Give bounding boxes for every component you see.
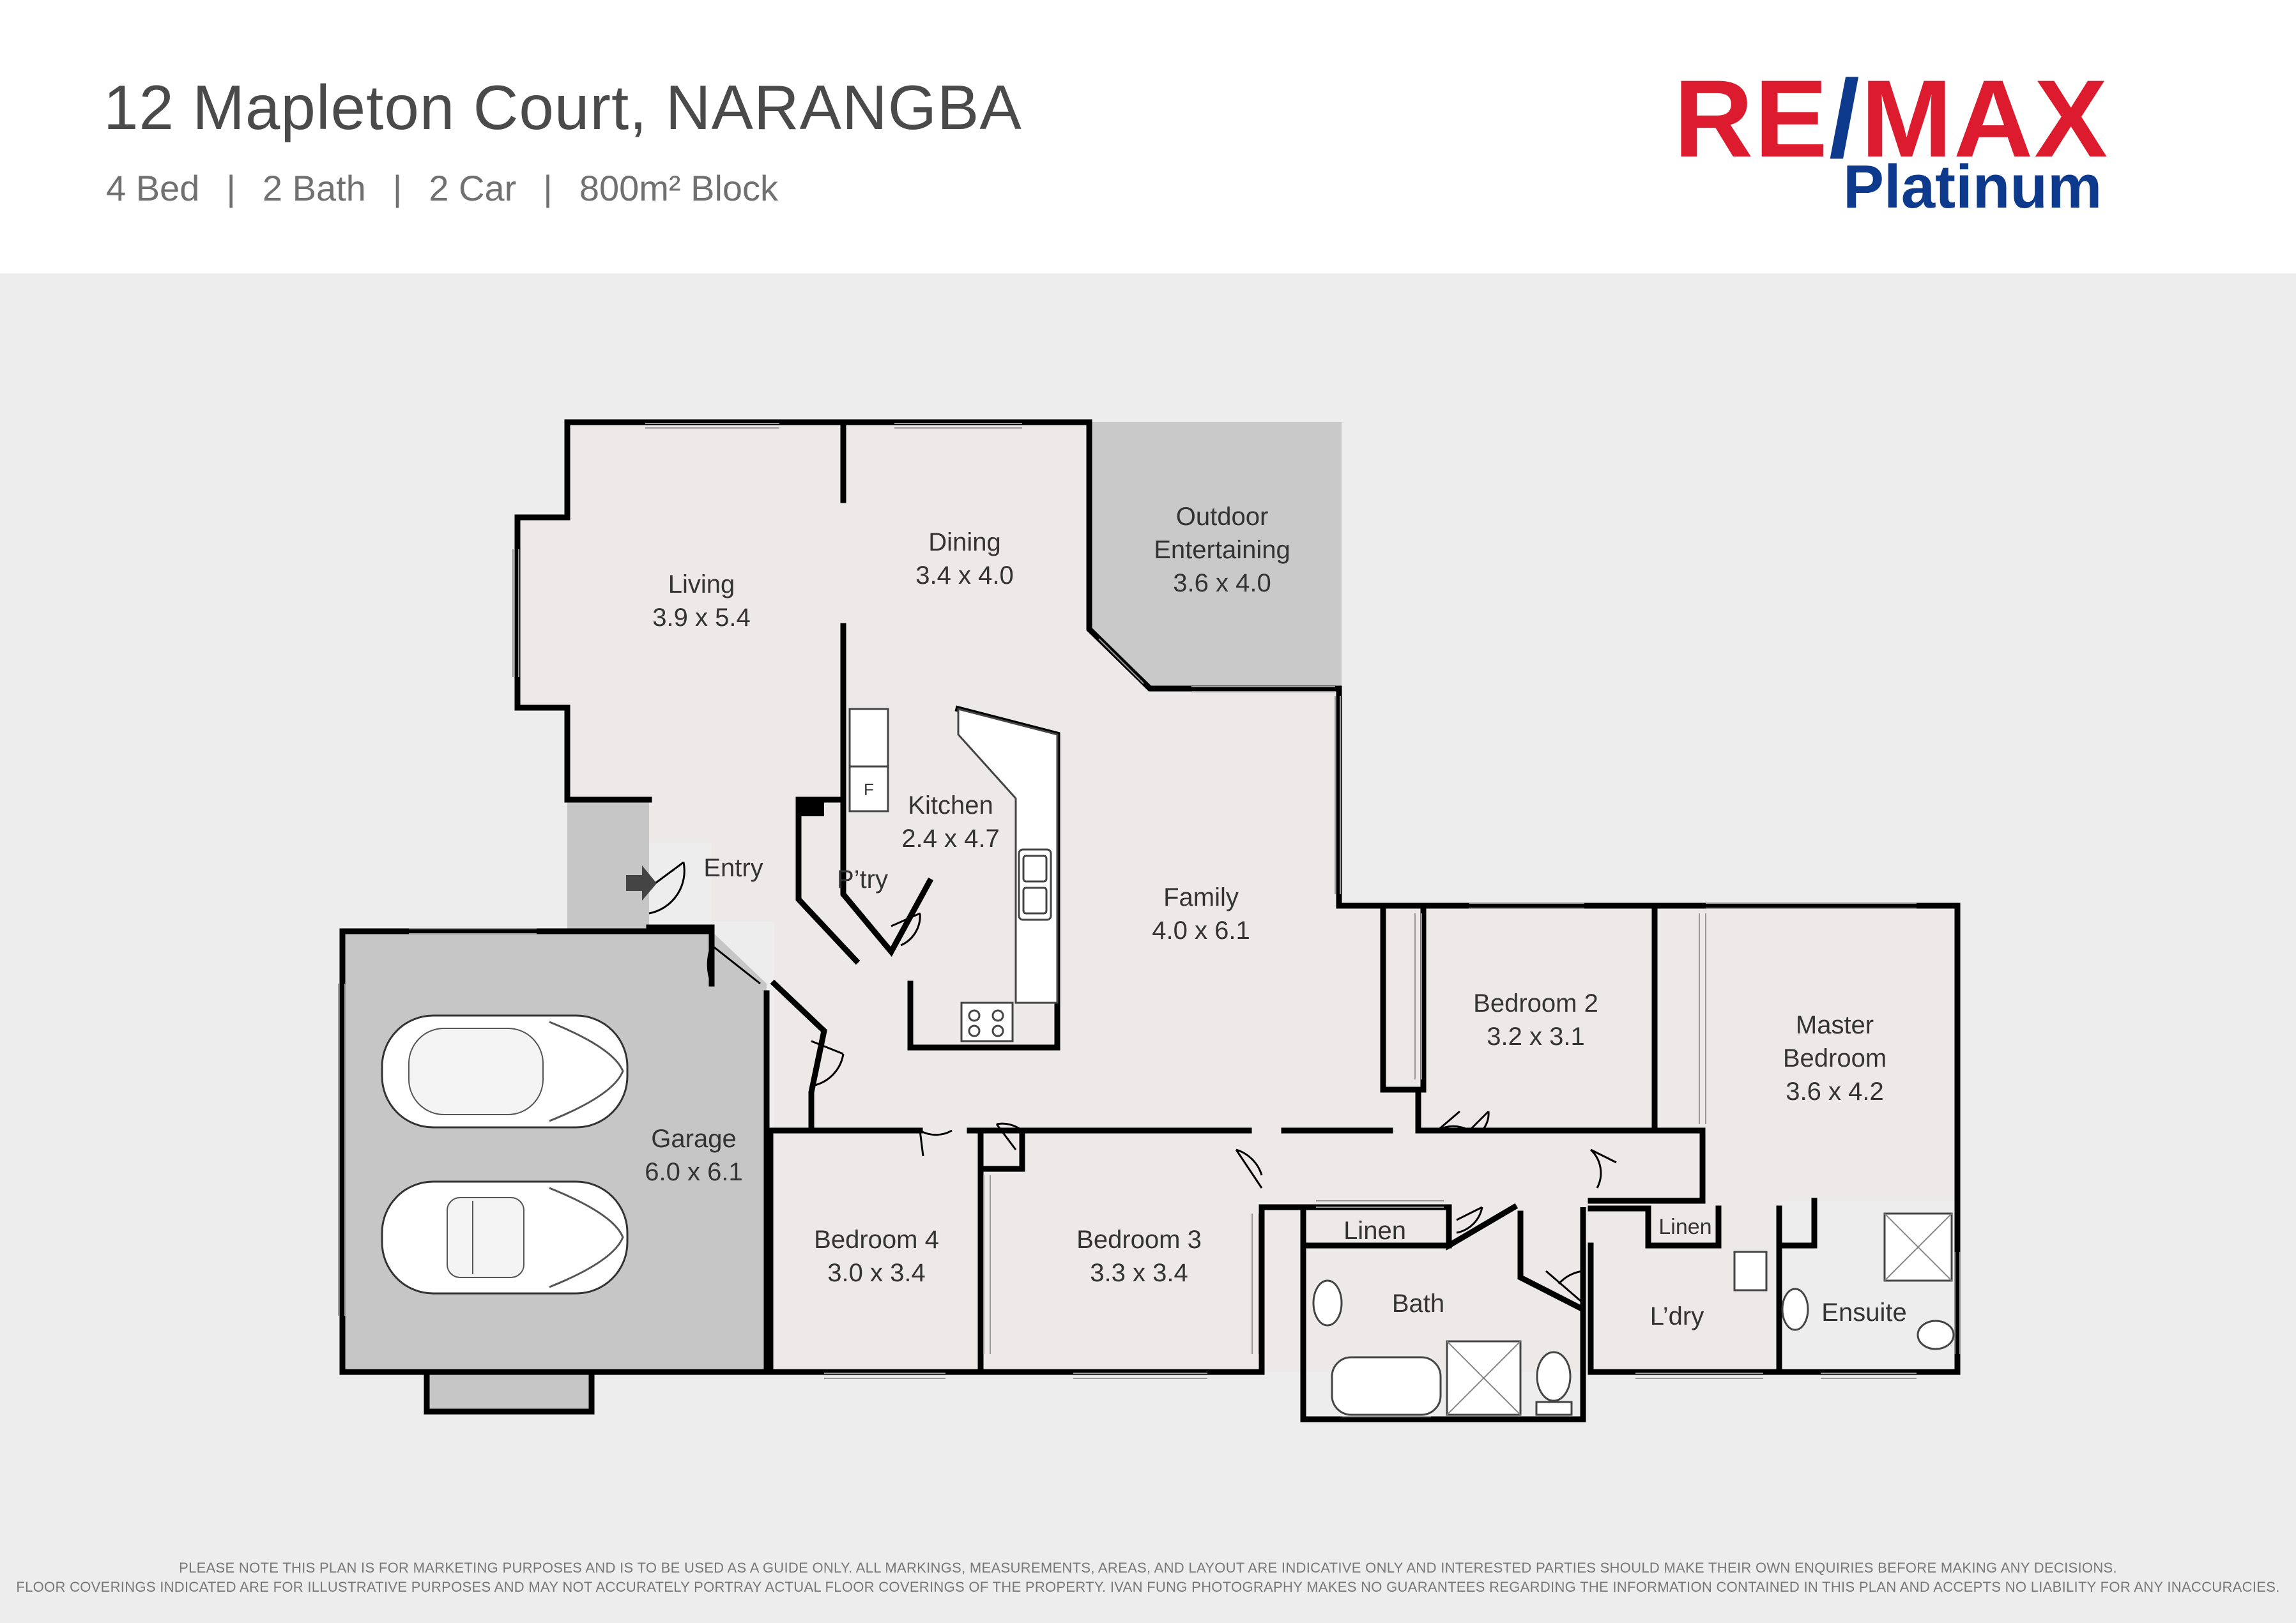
room-outdoor-size: 3.6 x 4.0 [1173,569,1271,597]
walls [339,419,1961,1422]
room-bedroom2-size: 3.2 x 3.1 [1487,1023,1584,1051]
room-pantry: P’try [837,865,888,894]
laundry-door [811,1040,845,1087]
bed2-door [1437,1110,1470,1132]
kitchen-column [799,800,824,816]
room-bedroom2-name: Bedroom 2 [1473,989,1598,1017]
wall-master [1651,903,1961,1204]
toilet-icon [1536,1351,1572,1402]
room-kitchen-name: Kitchen [908,791,993,819]
separator: | [392,168,402,208]
beds-count: 4 Bed [106,168,200,208]
room-master-name2: Bedroom [1783,1044,1887,1072]
door-swings [648,861,1617,1304]
main-floor [517,422,1957,1372]
room-bedroom3-name: Bedroom 3 [1076,1226,1202,1254]
entry-door [648,861,685,915]
wall-ensuite-east [1776,1198,1961,1375]
wall-garage-bay [424,1369,595,1415]
bed3-hall-door [1235,1148,1263,1189]
wall-hall-bath [1259,1204,1586,1422]
bed3-door [995,1122,1023,1150]
cars-count: 2 Car [429,168,517,208]
room-outdoor-name1: Outdoor [1176,503,1269,531]
wall-pantry-left [795,796,861,965]
windows [338,423,1961,1417]
fridge-box [848,765,889,812]
wall-dining-east [1086,419,1439,909]
wall-entry-door [646,924,715,987]
wall-garage [339,928,770,1375]
wall-master-south [1588,1127,1706,1204]
garage-door [707,944,761,985]
bathroom-fixtures [1312,1212,1955,1416]
wc-door [1545,1270,1584,1304]
room-family-name: Family [1163,883,1239,911]
room-bath: Bath [1392,1290,1444,1318]
convertible-car-icon [381,1180,629,1295]
bath-door [1456,1206,1483,1234]
entry-porch [567,800,649,929]
fridge-label: F [864,780,874,799]
wall-bath-east [1517,1207,1586,1314]
room-family-size: 4.0 x 6.1 [1152,917,1250,945]
wall-bed4-west [767,1127,1265,1375]
outdoor-area [1089,422,1342,689]
car-icon [381,1014,629,1129]
room-linen2: Linen [1658,1215,1711,1239]
kitchen-bench [848,708,1059,1042]
room-bedroom3-size: 3.3 x 3.4 [1090,1259,1188,1287]
basin-icon [1312,1279,1343,1327]
disclaimer-line-1: PLEASE NOTE THIS PLAN IS FOR MARKETING P… [179,1560,2117,1576]
room-dining-name: Dining [928,528,1000,556]
bathtub-icon [1331,1356,1442,1416]
wall-kitchen-pantry [795,796,934,957]
disclaimer-line-2: FLOOR COVERINGS INDICATED ARE FOR ILLUST… [16,1579,2280,1595]
wall-laundry-ensuite [1776,1198,1818,1249]
wall-linen2 [1645,1205,1722,1249]
room-linen1: Linen [1343,1217,1406,1245]
room-laundry: L’dry [1650,1302,1704,1330]
room-master-name1: Master [1796,1011,1874,1039]
header-bar [0,0,2296,273]
separator: | [226,168,236,208]
room-entry: Entry [703,854,763,882]
wall-laundry-corner [770,979,827,1134]
bed4-door [919,1129,953,1157]
room-dining-size: 3.4 x 4.0 [915,561,1013,590]
room-garage-size: 6.0 x 6.1 [645,1158,742,1186]
pantry-door [891,912,921,947]
room-garage-name: Garage [651,1125,736,1153]
garage-bay [427,1372,592,1412]
room-ensuite: Ensuite [1821,1299,1906,1327]
block-size: 800m² Block [579,168,779,208]
room-labels: Living 3.9 x 5.4 Dining 3.4 x 4.0 Outdoo… [645,503,1906,1330]
baths-count: 2 Bath [262,168,366,208]
property-features: 4 Bed | 2 Bath | 2 Car | 800m² Block [106,167,778,209]
office-name: Platinum [1843,153,2102,221]
room-living-name: Living [668,570,735,598]
room-kitchen-size: 2.4 x 4.7 [901,825,999,853]
laundry-hall-door [1589,1148,1617,1189]
bed2-door-2 [1468,1110,1490,1132]
room-master-size: 3.6 x 4.2 [1786,1078,1883,1106]
entry-arrow-icon [626,865,657,901]
remax-logo: RE/MAX [1674,57,2109,180]
cooktop-icon [960,1002,1014,1042]
wall-living-west [514,419,652,803]
wall-wardrobe [977,1127,1025,1172]
separator: | [543,168,553,208]
property-address: 12 Mapleton Court, NARANGBA [103,72,1022,142]
room-outdoor-name2: Entertaining [1154,536,1290,564]
room-bedroom4-name: Bedroom 4 [814,1226,939,1254]
room-bedroom4-size: 3.0 x 3.4 [827,1259,925,1287]
room-living-size: 3.9 x 5.4 [652,604,750,632]
